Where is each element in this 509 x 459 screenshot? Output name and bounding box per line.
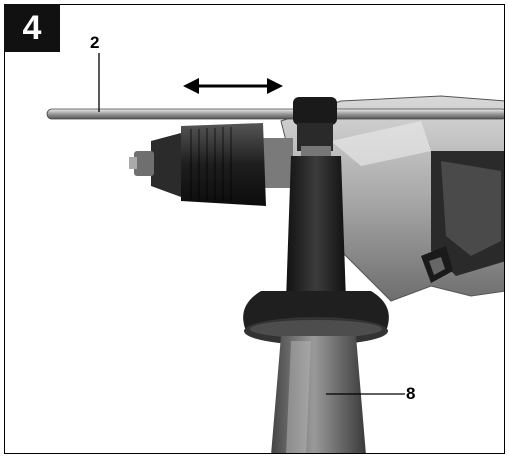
depth-stop-rod <box>46 108 504 120</box>
figure-number: 4 <box>4 4 60 52</box>
chuck-collar <box>263 138 293 188</box>
drill-photo <box>46 53 504 453</box>
callout-depth-stop: 2 <box>90 33 100 52</box>
depth-stop-clamp <box>293 97 337 125</box>
slide-direction-arrow <box>183 78 283 94</box>
handle-neck <box>286 156 346 301</box>
figure-frame <box>4 4 505 454</box>
handle-grip <box>271 336 366 453</box>
callout-handle: 8 <box>406 384 416 403</box>
